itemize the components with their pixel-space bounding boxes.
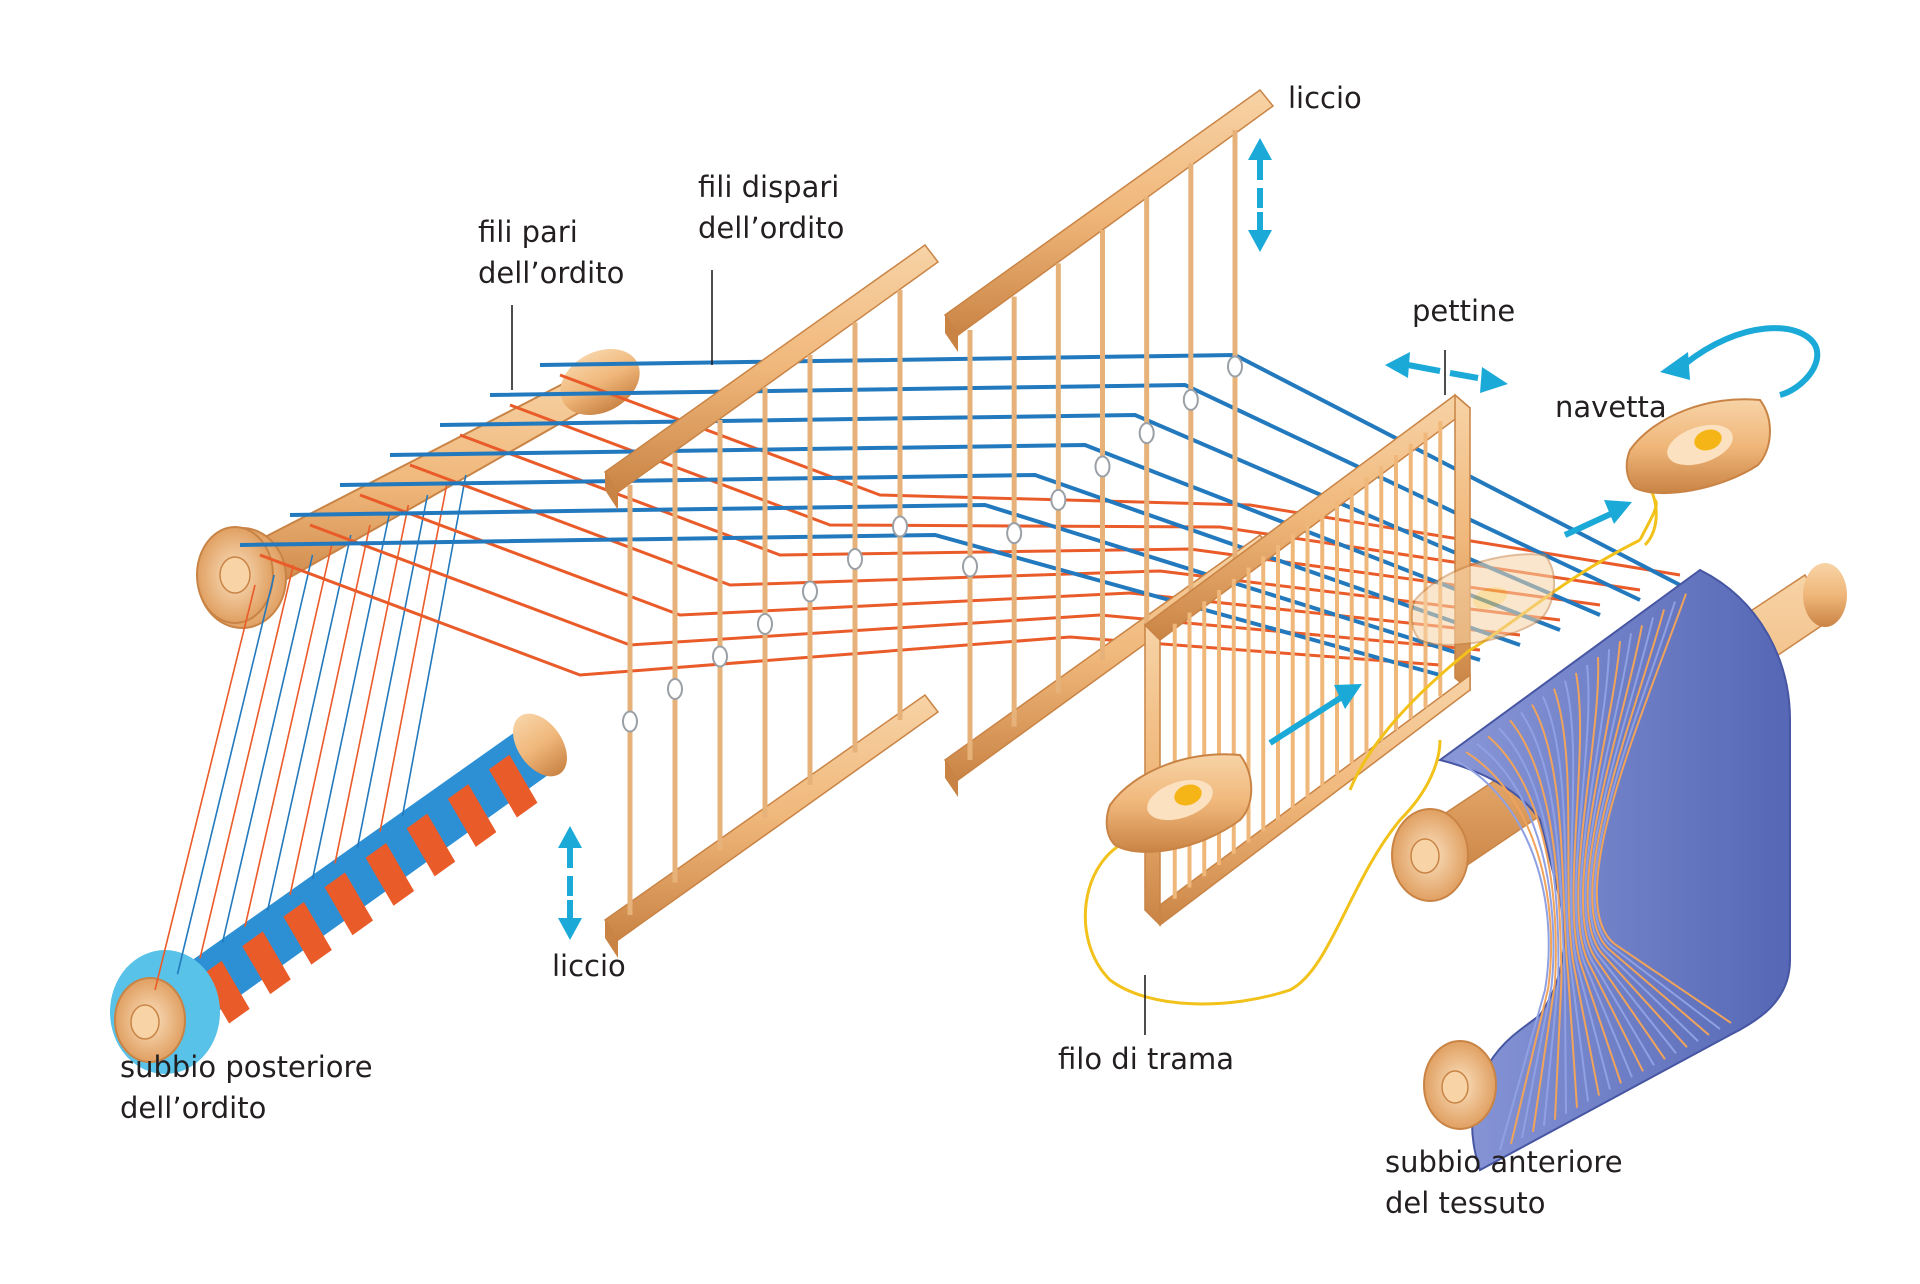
spool-thread — [244, 544, 333, 927]
label-fili-pari-1: fili pari — [478, 215, 578, 249]
fabric-stripe — [1520, 711, 1567, 1114]
heddle-eye — [892, 515, 908, 538]
warp-thread-odd — [289, 502, 1481, 662]
heddle-frame-back — [943, 88, 1275, 797]
warp-yarn-spool — [110, 713, 567, 1074]
fabric-stripe — [1476, 743, 1555, 1139]
fabric-stripe — [1581, 641, 1666, 1060]
heddle-eye — [1182, 388, 1199, 411]
weft-thread — [1083, 458, 1661, 1006]
warp-thread-even — [409, 463, 1561, 622]
spool-threads — [154, 474, 467, 991]
spool-band — [324, 872, 373, 936]
spool-band — [365, 843, 415, 906]
heddle-eye — [847, 548, 863, 570]
heddle-eye — [622, 710, 638, 733]
label-subbio-posteriore-2: dell’ordito — [120, 1091, 266, 1125]
fabric-stripe — [1509, 719, 1563, 1120]
spool-thread — [266, 534, 352, 912]
heddle-eye — [757, 613, 773, 635]
fabric-stripe — [1586, 625, 1688, 1048]
spool-thread — [199, 564, 295, 959]
fabric-stripe — [1498, 727, 1560, 1126]
spool-band — [201, 960, 250, 1024]
spool-thread — [401, 474, 467, 816]
heddle-eye — [1050, 488, 1067, 511]
warp-thread-even — [509, 403, 1641, 592]
shuttle-path-arrow-1 — [1563, 500, 1632, 538]
spool-band — [242, 931, 291, 995]
fabric-stripe — [1593, 601, 1721, 1030]
heddle-eye — [802, 580, 818, 603]
spool-band — [447, 784, 497, 847]
heddle-eye — [962, 555, 978, 578]
spool-thread — [221, 554, 314, 943]
spool-thread — [154, 584, 256, 991]
woven-fabric — [1437, 568, 1791, 1172]
heddle-eye — [1094, 455, 1111, 478]
label-liccio-bottom: liccio — [552, 949, 626, 983]
label-liccio-top: liccio — [1288, 81, 1362, 115]
fabric-stripe — [1553, 688, 1600, 1096]
fabric-stripe — [1595, 593, 1732, 1024]
heddle-eye — [1006, 522, 1023, 545]
spool-thread — [334, 504, 410, 864]
heddle-bottom-arrow — [558, 826, 582, 940]
shuttle-return-arrow — [1683, 325, 1821, 398]
warp-thread-odd — [439, 412, 1601, 617]
shuttle-return-arrowhead — [1660, 352, 1690, 380]
shuttle-passing — [1410, 553, 1556, 646]
roller-axle — [219, 556, 251, 594]
heddle-eye — [667, 678, 683, 700]
fabric-stripe — [1487, 735, 1557, 1132]
heddle-eye — [1227, 355, 1243, 378]
spool-band — [283, 901, 332, 965]
label-subbio-posteriore-1: subbio posteriore — [120, 1050, 373, 1084]
fabric-stripe — [1542, 696, 1589, 1102]
warp-thread-even — [359, 493, 1521, 637]
fabric-stripe — [1579, 649, 1655, 1066]
shuttle-front — [1105, 753, 1253, 853]
heddle-eye — [1138, 422, 1155, 445]
fabric-stripe — [1584, 633, 1677, 1054]
fabric-stripe — [1564, 680, 1611, 1090]
spool-thread — [176, 574, 275, 975]
label-fili-pari-2: dell’ordito — [478, 256, 624, 290]
warp-thread-odd — [239, 532, 1441, 677]
label-pettine: pettine — [1412, 294, 1515, 328]
shuttle-back — [1625, 398, 1771, 494]
label-subbio-anteriore-1: subbio anteriore — [1385, 1145, 1623, 1179]
fabric-stripe — [1588, 617, 1699, 1042]
spool-thread — [289, 524, 371, 896]
label-subbio-anteriore-2: del tessuto — [1385, 1186, 1545, 1220]
fabric-stripe — [1465, 751, 1553, 1145]
fabric-stripe — [1454, 759, 1550, 1151]
fabric-stripe — [1591, 609, 1710, 1036]
warp-thread-even — [259, 553, 1441, 677]
label-filo-di-trama: filo di trama — [1058, 1042, 1234, 1076]
front-lower-roller — [1423, 1040, 1497, 1130]
spool-thread — [311, 514, 390, 880]
heddle-eye — [712, 645, 728, 668]
label-fili-dispari-1: fili dispari — [698, 170, 839, 204]
fabric-stripe — [1577, 656, 1644, 1072]
fabric-stripe — [1572, 672, 1622, 1084]
spool-band — [406, 813, 456, 877]
reed-frame — [1143, 393, 1472, 927]
reed-arrow — [1385, 352, 1508, 393]
fabric-stripe — [1574, 664, 1633, 1078]
warp-thread-odd — [339, 472, 1521, 647]
spool-band — [488, 754, 538, 818]
heddle-frame-front — [603, 243, 940, 958]
label-navetta: navetta — [1555, 390, 1667, 424]
spool-thread — [356, 494, 429, 848]
shuttle-path-arrow-2 — [1268, 684, 1362, 746]
heddle-top-arrow — [1248, 138, 1272, 252]
warp-thread-odd — [389, 442, 1561, 632]
spool-thread — [379, 484, 448, 832]
label-fili-dispari-2: dell’ordito — [698, 211, 844, 245]
fabric-stripe — [1531, 704, 1578, 1108]
